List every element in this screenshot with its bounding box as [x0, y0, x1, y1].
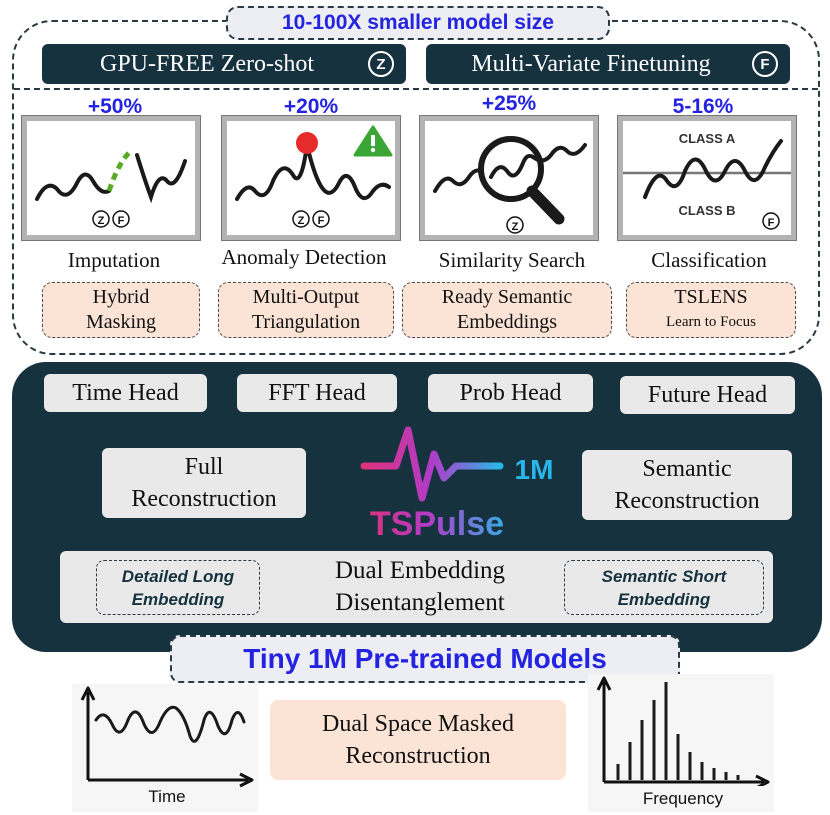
short-embedding-line-2: Embedding: [617, 589, 711, 609]
finetune-badge-icon: F: [752, 51, 778, 77]
dual-space-line-1: Dual Space Masked: [322, 711, 514, 737]
similarity-improvement: +25%: [481, 92, 537, 115]
pulse-wave-icon: [360, 426, 504, 502]
dual-embedding-title: Dual Embedding Disentanglement: [260, 551, 580, 623]
full-reconstruction-line-1: Full: [184, 454, 224, 480]
frequency-domain-panel: Frequency: [588, 674, 774, 812]
tslens-line-1: TSLENS: [674, 286, 748, 308]
long-embedding-box: Detailed Long Embedding: [96, 560, 260, 615]
classification-letter-f: F: [768, 217, 775, 229]
magnifier-chart-icon: Z: [433, 136, 587, 234]
classification-card: CLASS A CLASS B F: [618, 116, 796, 240]
classification-chart-icon: CLASS A CLASS B F: [623, 131, 791, 230]
short-embedding-box: Semantic Short Embedding: [564, 560, 764, 615]
multi-output-line-1: Multi-Output: [252, 286, 360, 308]
time-head-box: Time Head: [44, 374, 207, 412]
class-b-label: CLASS B: [678, 203, 735, 218]
similarity-letter-z: Z: [512, 221, 519, 233]
anomaly-label: Anomaly Detection: [221, 244, 387, 269]
pretrained-models-text: Tiny 1M Pre-trained Models: [243, 643, 607, 674]
frequency-spectrum-icon: [596, 676, 770, 786]
finetune-label: Multi-Variate Finetuning: [471, 50, 711, 77]
zero-shot-label: GPU-FREE Zero-shot: [100, 50, 314, 77]
semantic-embeddings-line-1: Ready Semantic: [441, 286, 573, 308]
full-reconstruction-box: Full Reconstruction: [102, 448, 306, 518]
classification-improvement: 5-16%: [672, 95, 734, 118]
prob-head-box: Prob Head: [428, 374, 593, 412]
imputation-improvement: +50%: [87, 95, 143, 118]
fft-head-box: FFT Head: [237, 374, 397, 412]
hybrid-masking-line-1: Hybrid: [92, 286, 150, 308]
multi-output-box: Multi-Output Triangulation: [218, 282, 394, 338]
imputation-letter-z: Z: [98, 215, 105, 227]
imputation-label: Imputation: [67, 247, 161, 272]
zero-shot-mode-bar: GPU-FREE Zero-shot Z: [42, 44, 406, 84]
time-domain-panel: Time: [72, 684, 258, 812]
future-head-box: Future Head: [620, 376, 795, 414]
multi-output-line-2: Triangulation: [251, 311, 361, 333]
dual-space-line-2: Reconstruction: [345, 743, 491, 769]
semantic-reconstruction-box: Semantic Reconstruction: [582, 450, 792, 520]
imputation-card: Z F: [22, 116, 200, 240]
long-embedding-line-2: Embedding: [131, 589, 225, 609]
similarity-label: Similarity Search: [438, 247, 586, 272]
anomaly-letter-f: F: [318, 215, 325, 227]
model-size-label: 1M: [514, 454, 554, 485]
finetune-mode-bar: Multi-Variate Finetuning F: [426, 44, 790, 84]
time-series-plot-icon: [80, 686, 254, 788]
applications-divider: [14, 88, 818, 90]
imputation-chart-icon: Z F: [35, 149, 187, 228]
dual-embedding-line-1: Dual Embedding: [334, 557, 506, 584]
classification-label: Classification: [651, 247, 767, 272]
zero-shot-badge-icon: Z: [368, 51, 394, 77]
model-size-badge: 10-100X smaller model size: [226, 6, 610, 40]
hybrid-masking-box: Hybrid Masking: [42, 282, 200, 338]
model-size-text: 10-100X smaller model size: [282, 11, 554, 34]
class-a-label: CLASS A: [679, 131, 736, 146]
anomaly-card: Z F: [222, 116, 400, 240]
anomaly-letter-z: Z: [298, 215, 305, 227]
tslens-line-2: Learn to Focus: [666, 314, 756, 330]
short-embedding-line-1: Semantic Short: [601, 566, 727, 586]
anomaly-chart-icon: Z F: [235, 125, 393, 228]
full-reconstruction-line-2: Reconstruction: [131, 486, 277, 512]
imputation-letter-f: F: [118, 215, 125, 227]
anomaly-improvement: +20%: [283, 95, 339, 118]
semantic-reconstruction-line-1: Semantic: [642, 456, 732, 482]
semantic-reconstruction-line-2: Reconstruction: [614, 488, 760, 514]
similarity-card: Z: [420, 116, 598, 240]
tspulse-logo-text: TSPulse: [362, 504, 512, 544]
hybrid-masking-line-2: Masking: [86, 311, 156, 333]
semantic-embeddings-line-2: Embeddings: [457, 311, 557, 333]
semantic-embeddings-box: Ready Semantic Embeddings: [402, 282, 612, 338]
dual-space-masked-box: Dual Space Masked Reconstruction: [270, 700, 566, 780]
long-embedding-line-1: Detailed Long: [121, 566, 235, 586]
tslens-box: TSLENS Learn to Focus: [626, 282, 796, 338]
dual-embedding-bar: [60, 551, 773, 623]
dual-embedding-line-2: Disentanglement: [335, 589, 505, 616]
frequency-axis-caption: Frequency: [642, 789, 724, 808]
time-axis-caption: Time: [148, 787, 186, 806]
